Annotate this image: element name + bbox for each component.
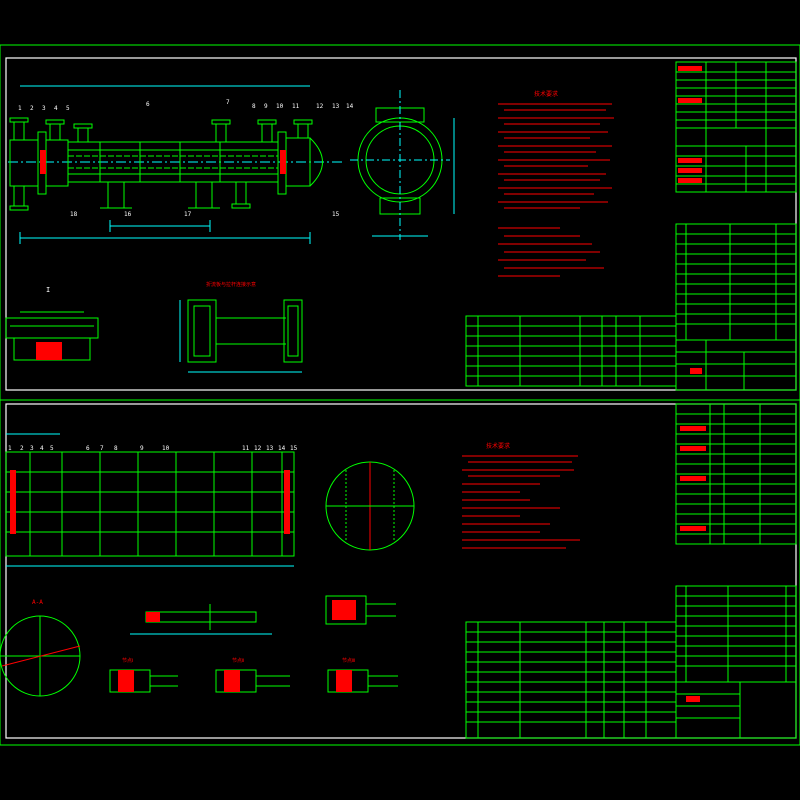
- sheet-2: 1 2 3 4 5 6 7 8 9 10 11 12 13 14 15 技术要求: [0, 399, 800, 746]
- sheet-1-design-data-table: [675, 61, 797, 193]
- detail-i-label: I: [46, 286, 50, 294]
- s2-balloon-11: 11: [242, 445, 250, 452]
- node-2-label: 节点Ⅱ: [232, 658, 244, 664]
- balloon-8: 8: [252, 103, 256, 110]
- balloon-9: 9: [264, 103, 268, 110]
- section-a-a-label: A-A: [32, 599, 43, 606]
- exchanger-end-view: [350, 90, 455, 240]
- baffle-detail-title: 折流板与拉杆连接示意: [206, 281, 256, 288]
- sheet-1-title-block: [675, 339, 797, 391]
- s2-balloon-6: 6: [86, 445, 90, 452]
- s2-balloon-14: 14: [278, 445, 286, 452]
- balloon-18: 18: [70, 211, 78, 218]
- s2-balloon-2: 2: [20, 445, 24, 452]
- baffle-tie-rod-detail: 折流板与拉杆连接示意: [179, 281, 303, 373]
- section-a-a-view: A-A: [0, 599, 81, 697]
- s2-balloon-15: 15: [290, 445, 298, 452]
- tie-rod-detail: [130, 604, 272, 635]
- sheet-2-design-data-table: [675, 403, 797, 545]
- tube-bundle-view: [5, 433, 295, 567]
- balloon-17: 17: [184, 211, 192, 218]
- s2-balloon-8: 8: [114, 445, 118, 452]
- balloon-10: 10: [276, 103, 284, 110]
- sheet-2-title-block: [675, 681, 797, 739]
- balloon-11: 11: [292, 103, 300, 110]
- balloon-13: 13: [332, 103, 340, 110]
- s2-balloon-12: 12: [254, 445, 262, 452]
- detail-i-view: I: [5, 286, 99, 361]
- balloon-16: 16: [124, 211, 132, 218]
- balloon-3: 3: [42, 105, 46, 112]
- node-1-label: 节点Ⅰ: [122, 658, 133, 664]
- node-details: 节点Ⅰ 节点Ⅱ 节点Ⅲ: [109, 595, 398, 693]
- node-3-label: 节点Ⅲ: [342, 658, 355, 664]
- s2-balloon-4: 4: [40, 445, 44, 452]
- s2-balloon-1: 1: [8, 445, 12, 452]
- s2-balloon-10: 10: [162, 445, 170, 452]
- sheet-1-notes-title: 技术要求: [534, 90, 558, 98]
- s2-balloon-3: 3: [30, 445, 34, 452]
- sheet-2-part-balloons: 1 2 3 4 5 6 7 8 9 10 11 12 13 14 15: [8, 445, 298, 452]
- sheet-2-parts-list: [465, 585, 797, 739]
- sheet-2-technical-notes: 技术要求: [462, 442, 580, 549]
- tubesheet-view: [325, 461, 415, 551]
- sheet-1-part-balloons: 1 2 3 4 5 6 7 8 9 10 11 12 13 14 15 16 1…: [18, 99, 354, 218]
- exchanger-elevation-view: [8, 85, 345, 244]
- s2-balloon-5: 5: [50, 445, 54, 452]
- balloon-6: 6: [146, 101, 150, 108]
- sheet-2-notes-lines: [462, 455, 580, 549]
- balloon-1: 1: [18, 105, 22, 112]
- sheet-2-outer-border: [0, 399, 800, 746]
- balloon-14: 14: [346, 103, 354, 110]
- sheet-1-parts-list-lower: [465, 315, 677, 387]
- s2-balloon-13: 13: [266, 445, 274, 452]
- balloon-12: 12: [316, 103, 324, 110]
- sheet-1-technical-notes: 技术要求: [498, 90, 614, 277]
- balloon-15: 15: [332, 211, 340, 218]
- sheet-2-notes-title: 技术要求: [486, 442, 510, 450]
- balloon-2: 2: [30, 105, 34, 112]
- sheet-1: 1 2 3 4 5 6 7 8 9 10 11 12 13 14 15 16 1…: [0, 44, 800, 401]
- sheet-1-notes-lines: [498, 103, 614, 277]
- balloon-7: 7: [226, 99, 230, 106]
- sheet-1-parts-list: [675, 223, 797, 341]
- balloon-4: 4: [54, 105, 58, 112]
- sheet-2-inner-border: [5, 403, 797, 739]
- s2-balloon-7: 7: [100, 445, 104, 452]
- balloon-5: 5: [66, 105, 70, 112]
- s2-balloon-9: 9: [140, 445, 144, 452]
